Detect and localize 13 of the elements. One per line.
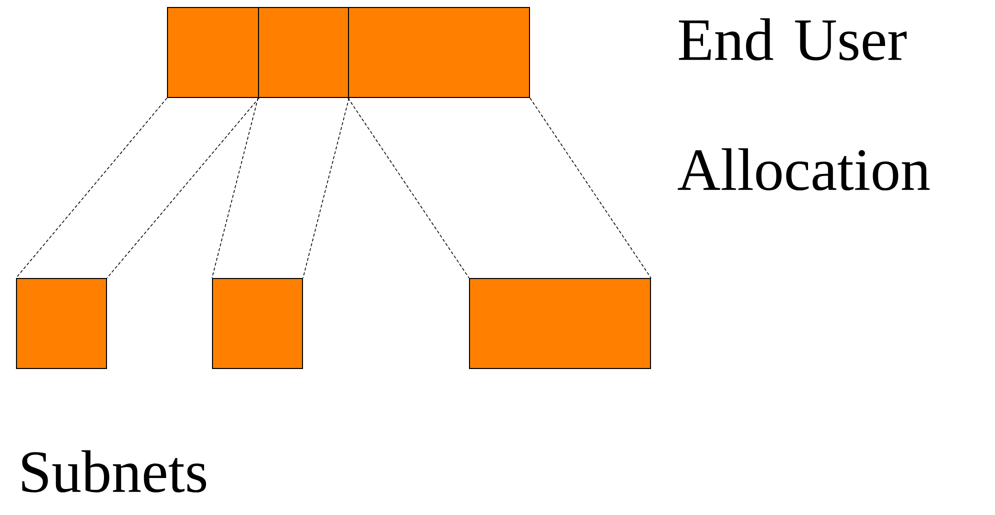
box bbox=[212, 278, 303, 369]
text-label: End User Allocation bbox=[678, 18, 930, 190]
dashed-line bbox=[302, 98, 350, 278]
dashed-line bbox=[530, 98, 652, 278]
box bbox=[258, 7, 349, 98]
dashed-line bbox=[348, 98, 470, 278]
dashed-line bbox=[106, 98, 260, 278]
dashed-line bbox=[16, 98, 168, 278]
dashed-line bbox=[212, 98, 258, 278]
box bbox=[16, 278, 107, 369]
box bbox=[167, 7, 259, 98]
box bbox=[469, 278, 651, 369]
text-label: Subnets bbox=[22, 450, 206, 492]
